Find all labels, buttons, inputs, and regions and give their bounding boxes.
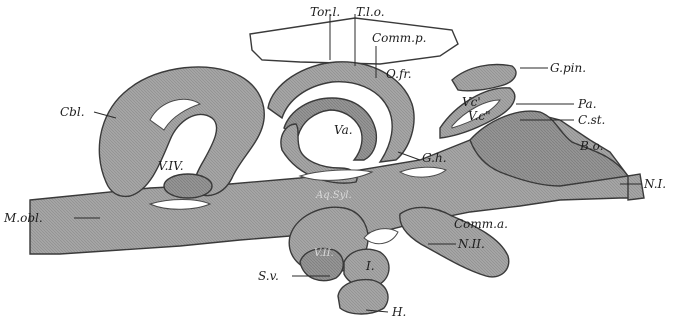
label-m-obl: M.obl. xyxy=(3,211,43,225)
hypophysis xyxy=(338,280,388,314)
label-c-st: C.st. xyxy=(578,113,605,127)
label-tor-l: Tor.l. xyxy=(310,5,340,19)
label-v-ii: V.II. xyxy=(314,248,334,259)
pineal-gland xyxy=(452,65,516,91)
label-vc2: V.c" xyxy=(468,109,491,123)
label-s-v: S.v. xyxy=(258,269,279,283)
label-i: I. xyxy=(365,259,375,273)
roof-plate xyxy=(250,18,458,64)
olfactory-nerve xyxy=(628,174,644,200)
label-n-i: N.I. xyxy=(643,177,666,191)
label-g-pin: G.pin. xyxy=(550,61,586,75)
label-b-o: B.o. xyxy=(579,139,603,153)
label-cbl: Cbl. xyxy=(60,105,85,119)
label-comm-a: Comm.a. xyxy=(454,217,508,231)
fourth-ventricle-lobe xyxy=(164,174,212,198)
label-v-iv: V.IV. xyxy=(158,159,184,173)
label-pa: Pa. xyxy=(577,97,597,111)
label-t-l-o: T.l.o. xyxy=(356,5,385,19)
label-aq-syl: Aq.Syl. xyxy=(315,190,352,201)
label-vc1: Vc' xyxy=(462,95,481,109)
label-va: Va. xyxy=(334,123,353,137)
label-h: H. xyxy=(391,305,406,319)
label-comm-p: Comm.p. xyxy=(372,31,426,45)
label-o-fr: O.fr. xyxy=(386,67,412,81)
label-n-ii: N.II. xyxy=(457,237,485,251)
label-g-h: G.h. xyxy=(422,151,447,165)
